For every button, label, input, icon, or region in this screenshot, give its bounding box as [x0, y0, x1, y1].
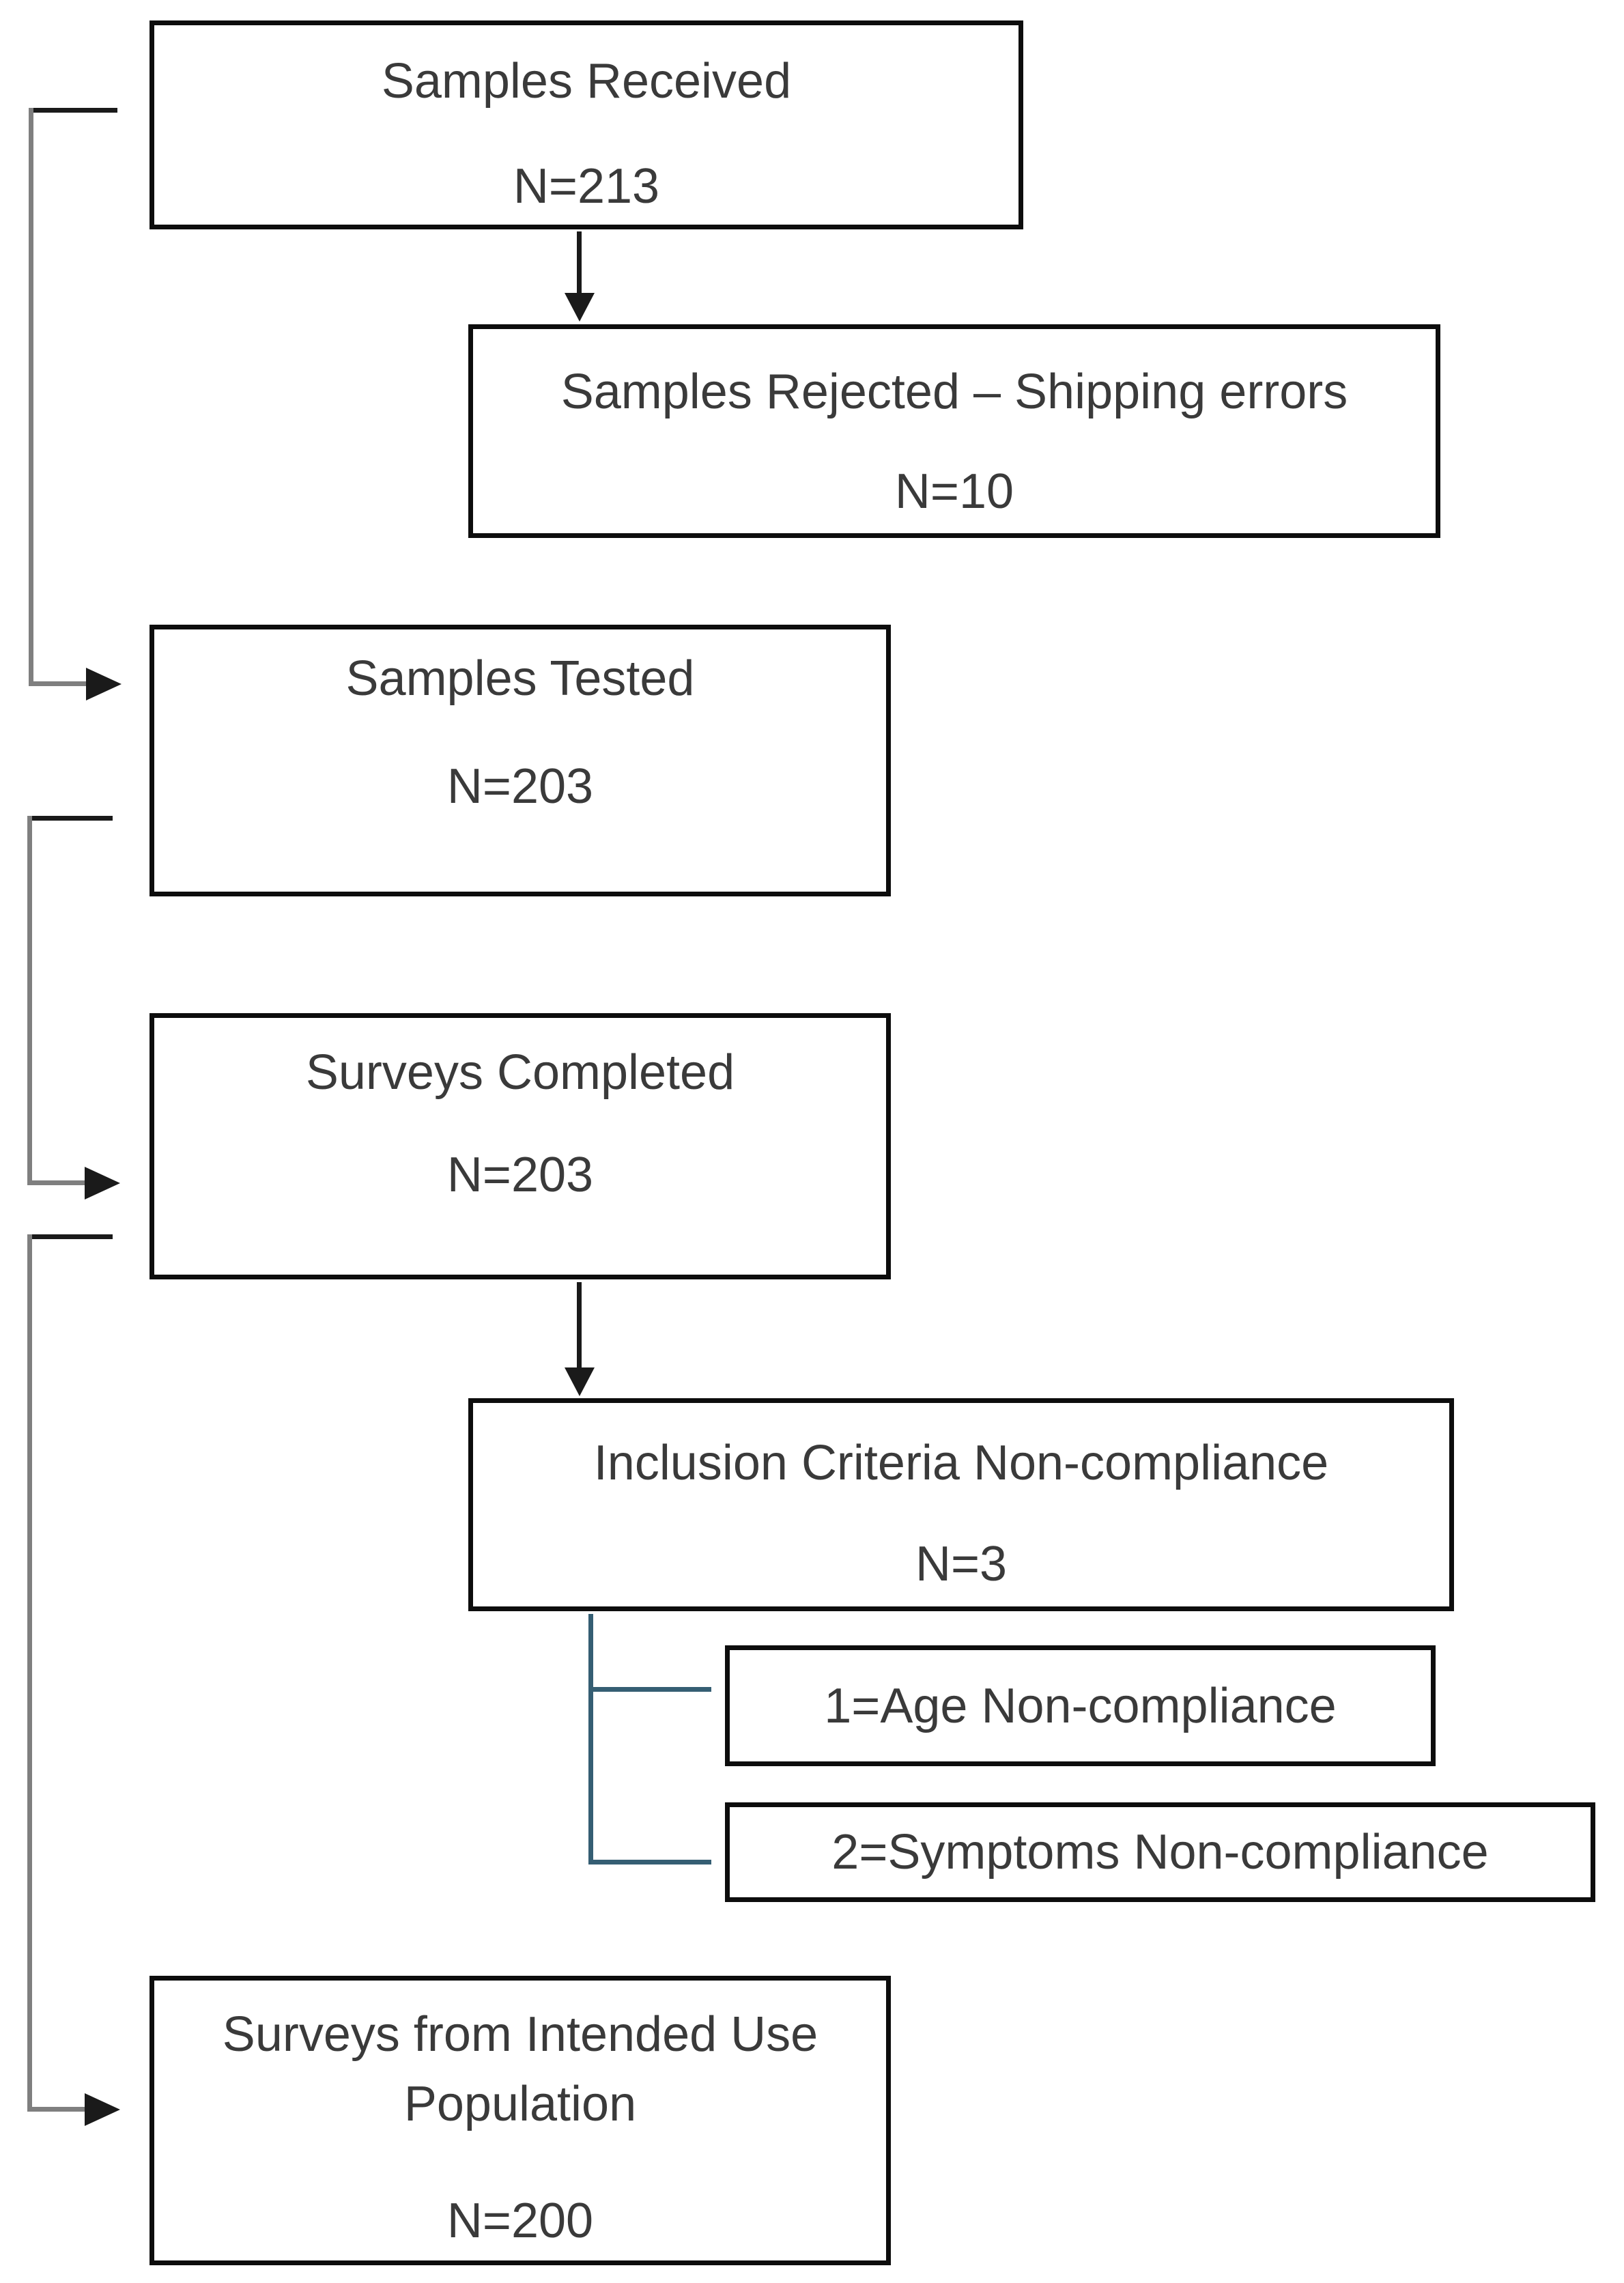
right-arrowhead-icon	[85, 2093, 120, 2126]
connector-intended-arrow-shaft	[27, 2107, 86, 2112]
down-arrowhead-icon	[565, 293, 595, 322]
box-samples-tested: Samples Tested N=203	[149, 625, 891, 896]
connector-branch-age-line	[588, 1687, 711, 1692]
down-arrowhead-icon	[565, 1367, 595, 1396]
connector-branch-symptoms-line	[588, 1860, 711, 1864]
connector-tested-arrow-shaft	[29, 681, 87, 686]
box-label: 1=Age Non-compliance	[824, 1678, 1337, 1733]
right-arrowhead-icon	[86, 668, 122, 700]
box-symptoms-noncompliance: 2=Symptoms Non-compliance	[725, 1802, 1595, 1902]
box-title: Inclusion Criteria Non-compliance	[593, 1436, 1329, 1490]
connector-received-to-tested-line	[29, 108, 33, 686]
box-surveys-completed: Surveys Completed N=203	[149, 1013, 891, 1279]
connector-completed-stub	[27, 1234, 113, 1239]
arrow-completed-to-inclusion-line	[577, 1282, 582, 1369]
box-title: Samples Received	[381, 54, 792, 109]
box-count: N=203	[446, 759, 594, 814]
connector-completed-to-intended-line	[27, 1234, 32, 2110]
box-count: N=10	[894, 464, 1014, 519]
box-inclusion-noncompliance: Inclusion Criteria Non-compliance N=3	[468, 1398, 1454, 1611]
right-arrowhead-icon	[85, 1167, 120, 1200]
arrow-received-to-rejected-line	[577, 231, 582, 295]
box-count: N=200	[446, 2194, 594, 2248]
box-title: Samples Rejected – Shipping errors	[560, 365, 1348, 419]
box-intended-use-population: Surveys from Intended Use Population N=2…	[149, 1976, 891, 2265]
box-label: 2=Symptoms Non-compliance	[831, 1825, 1489, 1880]
box-count: N=203	[446, 1148, 594, 1202]
connector-tested-to-completed-line	[27, 816, 32, 1183]
box-samples-rejected: Samples Rejected – Shipping errors N=10	[468, 324, 1440, 538]
box-count: N=213	[513, 159, 660, 214]
connector-received-stub	[29, 108, 117, 113]
connector-completed-arrow-shaft	[27, 1180, 86, 1185]
box-samples-received: Samples Received N=213	[149, 20, 1023, 229]
box-count: N=3	[915, 1537, 1008, 1591]
connector-tested-stub	[27, 816, 113, 821]
box-title: Samples Tested	[345, 651, 695, 706]
box-title: Surveys Completed	[305, 1045, 735, 1100]
connector-inclusion-branch-line	[588, 1614, 593, 1864]
box-age-noncompliance: 1=Age Non-compliance	[725, 1645, 1436, 1766]
box-title: Surveys from Intended Use Population	[222, 2007, 818, 2131]
